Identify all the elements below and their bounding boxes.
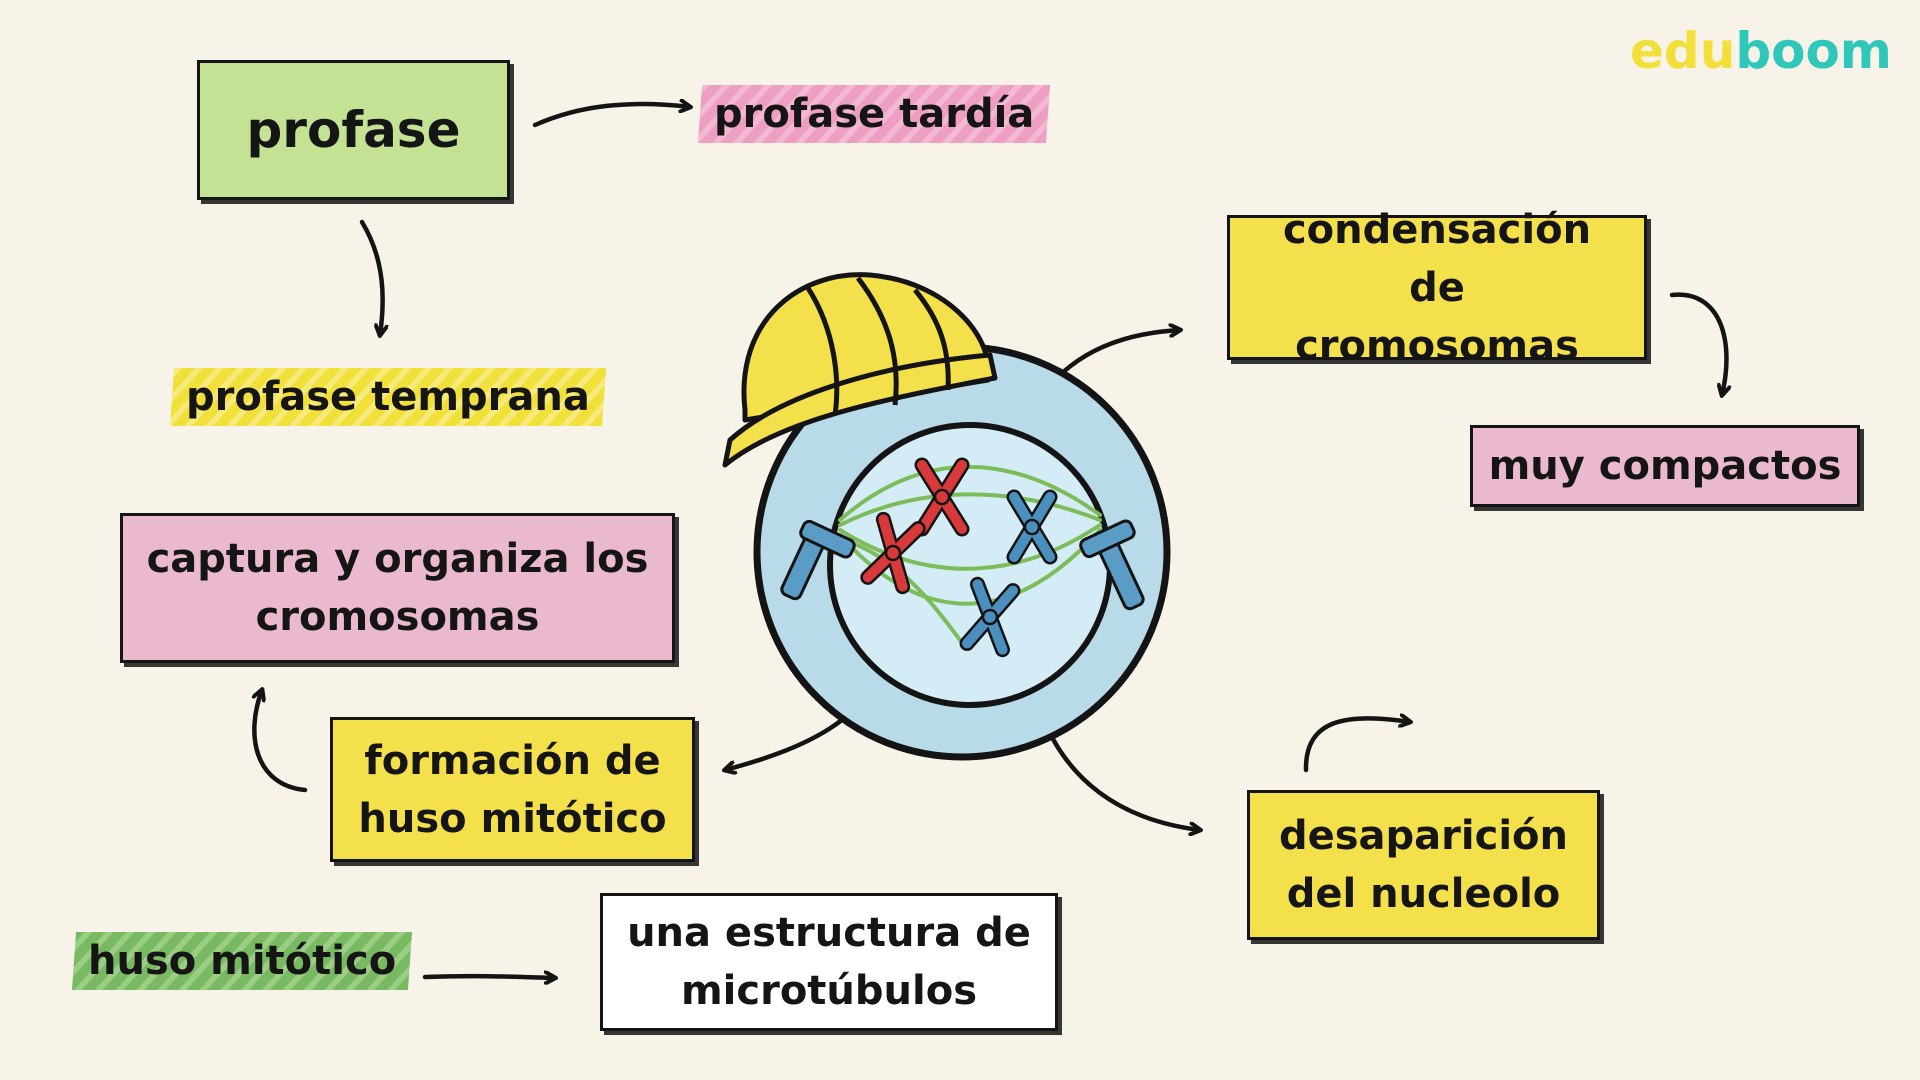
desaparicion-card: desaparición del nucleolo: [1247, 790, 1600, 940]
estructura-card: una estructura de microtúbulos: [600, 893, 1058, 1031]
estructura-text: una estructura de microtúbulos: [627, 910, 1031, 1014]
profase-label: profase: [246, 100, 461, 159]
centrosome-left-icon: [780, 519, 856, 601]
profase-temprana-label: profase temprana: [169, 368, 606, 426]
brand-logo-part1: edu: [1630, 22, 1736, 80]
condensacion-card: condensación de cromosomas: [1227, 207, 1647, 369]
arrow-desaparicion-up: [1303, 718, 1410, 773]
profase-temprana-text: profase temprana: [186, 374, 590, 420]
formacion-huso-text: formación de huso mitótico: [358, 737, 667, 842]
cell-icon: [722, 272, 1171, 761]
arrow-profase-to-tardia: [532, 104, 690, 128]
captura-text: captura y organiza los cromosomas: [146, 536, 649, 640]
muy-compactos-card: muy compactos: [1470, 425, 1860, 507]
captura-card: captura y organiza los cromosomas: [120, 513, 675, 663]
arrow-condensacion-to-compactos: [1669, 292, 1726, 395]
formacion-huso-card: formación de huso mitótico: [330, 717, 695, 862]
profase-tardia-text: profase tardía: [714, 91, 1035, 137]
condensacion-text: condensación de cromosomas: [1282, 206, 1592, 369]
huso-mitotico-label: huso mitótico: [71, 932, 413, 990]
profase-tardia-label: profase tardía: [697, 85, 1051, 143]
arrow-profase-to-temprana: [359, 219, 383, 335]
huso-mitotico-text: huso mitótico: [88, 938, 397, 984]
arrow-formacion-to-captura: [254, 690, 308, 793]
desaparicion-text: desaparición del nucleolo: [1278, 813, 1568, 917]
centrosome-right-icon: [1079, 519, 1145, 611]
muy-compactos-text: muy compactos: [1488, 443, 1842, 489]
brand-logo: eduboom: [1630, 22, 1892, 80]
chromosome-icon: [860, 457, 1058, 658]
arrow-huso-to-estructura: [422, 976, 555, 978]
profase-banner: profase: [197, 60, 510, 200]
hard-hat-icon: [722, 272, 998, 468]
brand-logo-part2: boom: [1735, 22, 1892, 80]
